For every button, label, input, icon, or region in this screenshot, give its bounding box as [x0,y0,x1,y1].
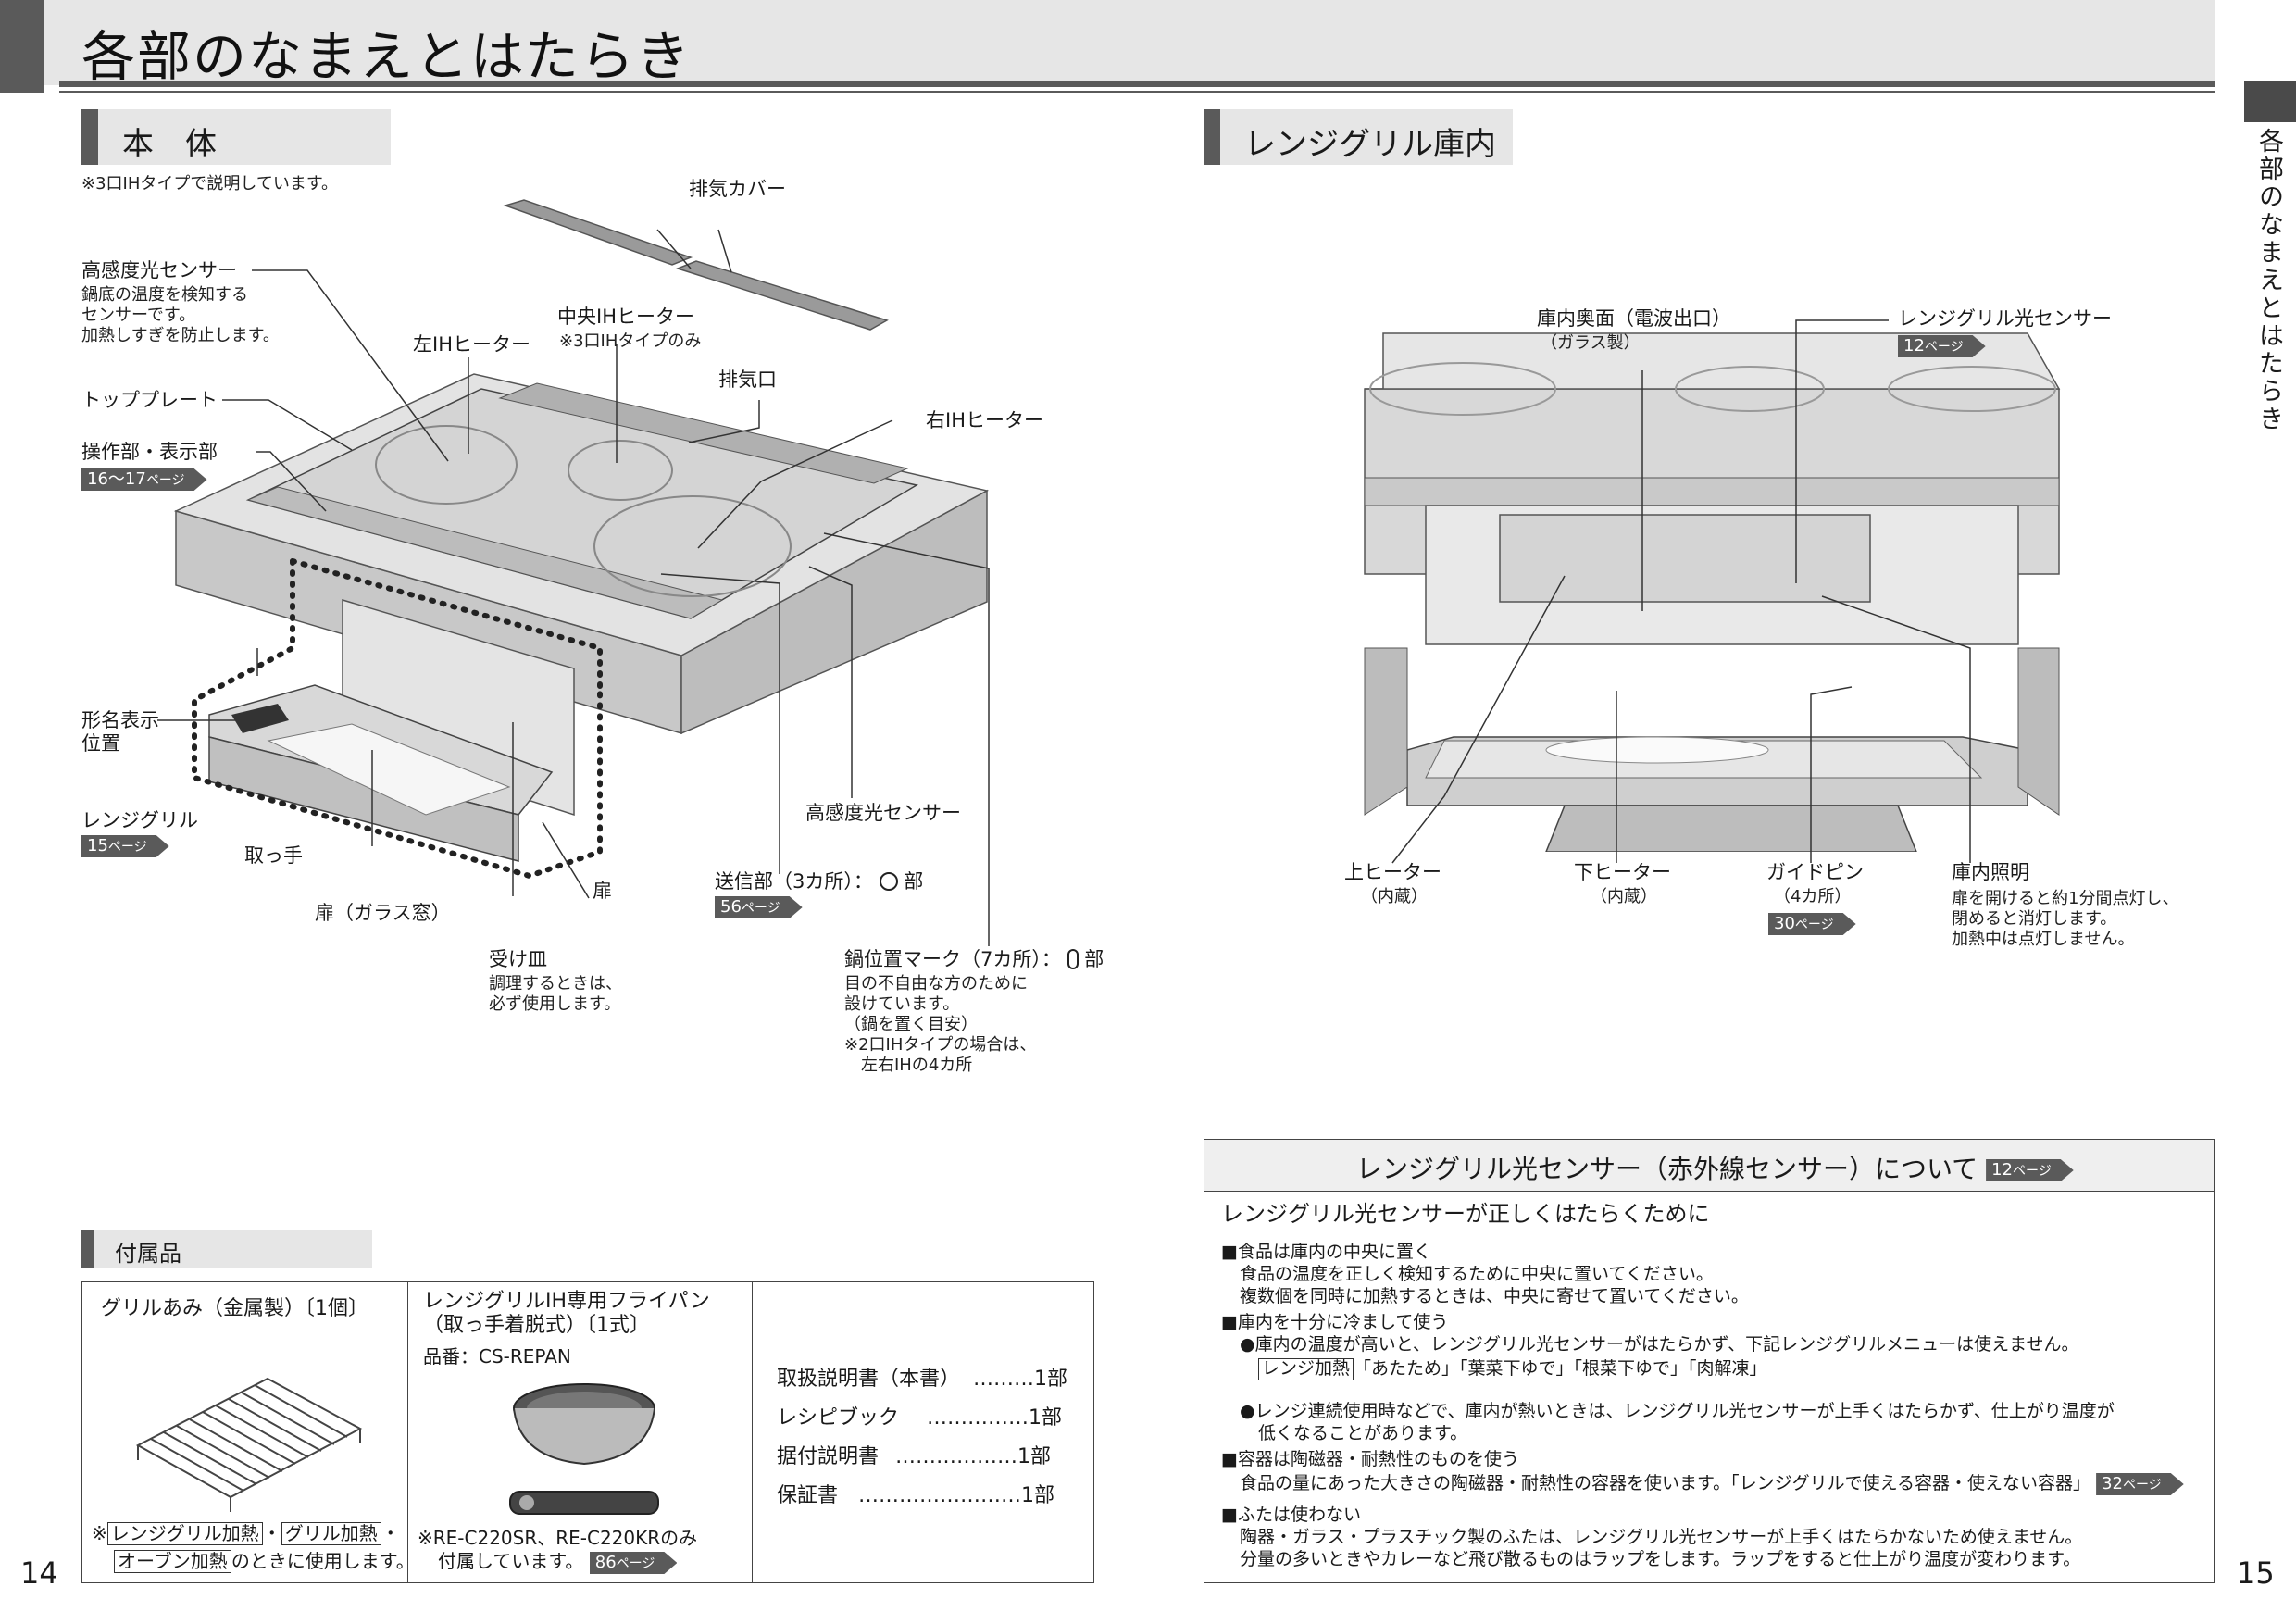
label-top-plate: トッププレート [81,389,218,411]
label-right-heater: 右IHヒーター [926,409,1043,431]
header-rule-thin [59,91,2215,93]
label-lower-heater: 下ヒーター [1574,861,1671,883]
body-note: ※3口IHタイプで説明しています。 [81,174,339,194]
sensor-info-title: レンジグリル光センサー（赤外線センサー）について 12ページ [1356,1149,2074,1186]
grill-net-note: ※レンジグリル加熱・グリル加熱・ オーブン加熱のときに使用します。 [92,1522,415,1573]
tip-menus: レンジ加熱「あたため」「葉菜下ゆで」「根菜下ゆで」「肉解凍」 [1258,1358,1767,1380]
page-number-left: 14 [20,1555,58,1591]
header-rule [59,81,2215,87]
label-tray: 受け皿 [489,948,547,970]
control-page-ref[interactable]: 16～17ページ [81,468,207,491]
grill-leader-lines [1391,319,1971,864]
pan-note: ※RE-C220SR、RE-C220KRのみ 付属しています。 86ページ [418,1527,698,1574]
accessories-table: グリルあみ（金属製）〔1個〕 ※レンジグリル加熱・グリル加熱・ オーブン加熱のと… [81,1281,1094,1583]
tray-desc: 調理するときは、 必ず使用します。 [489,974,622,1014]
label-transmitter: 送信部（3カ所）： 部 [715,870,924,893]
header-tab [0,0,44,93]
tip-text: 分量の多いときやカレーなど飛び散るものはラップをします。ラップをすると仕上がり温… [1240,1549,2081,1569]
label-handle: 取っ手 [244,844,303,867]
section-accessories-heading: 付属品 [81,1230,372,1268]
tip-text: 食品の温度を正しく検知するために中央に置いてください。 [1240,1264,1714,1284]
pan-model: 品番：CS-REPAN [423,1345,571,1368]
tip-heading-lid: ■ふたは使わない [1221,1505,1361,1525]
transmitter-page-ref[interactable]: 56ページ [715,896,803,918]
document-item: レシピブック……………1部 [777,1406,1063,1430]
tip-heading-center: ■食品は庫内の中央に置く [1221,1242,1431,1262]
grill-interior-illustration [1364,332,2061,852]
label-model-position: 形名表示 位置 [81,709,159,756]
grill-page-ref[interactable]: 15ページ [81,835,169,857]
label-lower-heater-note: （内蔵） [1591,887,1657,906]
label-control: 操作部・表示部 [81,441,218,463]
sensor-info-subtitle: レンジグリル光センサーが正しくはたらくために [1221,1201,1710,1230]
tip-text: ●庫内の温度が高いと、レンジグリル光センサーがはたらかず、下記レンジグリルメニュ… [1240,1334,2079,1355]
sensor-info-page-ref[interactable]: 12ページ [1986,1159,2074,1181]
circle-mark-icon [879,872,898,891]
header-band [0,0,2215,85]
tip-text: 低くなることがあります。 [1258,1423,1468,1443]
label-lamp: 庫内照明 [1952,861,2029,883]
section-body-title: 本 体 [122,126,217,163]
pan-page-ref[interactable]: 86ページ [590,1552,678,1574]
section-grill-title: レンジグリル庫内 [1244,126,1496,163]
label-guide-pin: ガイドピン [1766,861,1864,883]
accessory-grill-net: グリルあみ（金属製）〔1個〕 ※レンジグリル加熱・グリル加熱・ オーブン加熱のと… [82,1282,415,1582]
label-sensor-top: 高感度光センサー [81,259,237,281]
document-item: 取扱説明書（本書）………1部 [777,1368,1068,1391]
section-grill-heading: レンジグリル庫内 [1204,109,1513,165]
frying-pan-image [509,1383,659,1515]
tip-text: 食品の量にあった大きさの陶磁器・耐熱性の容器を使います。「レンジグリルで使える容… [1240,1473,2184,1495]
lamp-desc: 扉を開けると約1分間点灯し、 閉めると消灯します。 加熱中は点灯しません。 [1952,889,2179,949]
tip-heading-container: ■容器は陶磁器・耐熱性のものを使う [1221,1449,1519,1469]
document-item: 据付説明書………………1部 [777,1445,1052,1468]
label-pot-mark: 鍋位置マーク（7カ所）： 部 [844,948,1104,970]
label-back-face: 庫内奥面（電波出口） [1537,307,1731,330]
accessory-frying-pan: レンジグリルIH専用フライパン （取っ手着脱式）〔1式〕 品番：CS-REPAN… [408,1282,753,1582]
label-upper-heater-note: （内蔵） [1361,887,1428,906]
tip-heading-cool: ■庫内を十分に冷まして使う [1221,1312,1449,1332]
label-guide-pin-note: （4カ所） [1774,887,1852,906]
page-number-right: 15 [2237,1555,2275,1591]
light-sensor-page-ref[interactable]: 12ページ [1898,335,1986,357]
section-accessories-title: 付属品 [115,1241,181,1267]
label-left-heater: 左IHヒーター [413,333,530,356]
tip-text: 陶器・ガラス・プラスチック製のふたは、レンジグリル光センサーが上手くはたらかない… [1240,1527,2083,1547]
side-index-label: 各部のなまえとはたらき [2254,128,2283,433]
page-title: 各部のなまえとはたらき [81,25,692,88]
sensor-info-header: レンジグリル光センサー（赤外線センサー）について 12ページ [1204,1140,2214,1192]
container-page-ref[interactable]: 32ページ [2096,1473,2184,1495]
document-item: 保証書……………………1部 [777,1484,1055,1507]
label-exhaust-cover: 排気カバー [689,178,786,200]
label-door-glass: 扉（ガラス窓） [315,902,451,924]
body-illustration [157,199,990,946]
label-light-sensor: レンジグリル光センサー [1898,307,2112,330]
tip-text: 複数個を同時に加熱するときは、中央に寄せて置いてください。 [1240,1286,1749,1306]
label-back-face-note: （ガラス製） [1541,333,1641,353]
tip-text: ●レンジ連続使用時などで、庫内が熱いときは、レンジグリル光センサーが上手くはたら… [1240,1401,2115,1421]
sensor-top-desc: 鍋底の温度を検知する センサーです。 加熱しすぎを防止します。 [81,285,280,345]
pot-mark-icon [1067,949,1079,969]
label-center-heater: 中央IHヒーター [557,306,694,328]
pan-name: レンジグリルIH専用フライパン （取っ手着脱式）〔1式〕 [423,1290,710,1338]
label-door: 扉 [593,880,612,902]
grill-net-image [135,1377,363,1512]
sensor-info-box: レンジグリル光センサー（赤外線センサー）について 12ページ レンジグリル光セン… [1204,1139,2215,1583]
document-list: 取扱説明書（本書）………1部 レシピブック……………1部 据付説明書………………… [777,1360,1067,1516]
label-exhaust-port: 排気口 [718,369,777,391]
grill-net-name: グリルあみ（金属製）〔1個〕 [101,1297,368,1320]
accessory-documents: 取扱説明書（本書）………1部 レシピブック……………1部 据付説明書………………… [753,1282,1093,1582]
label-sensor-mid: 高感度光センサー [805,802,961,824]
label-center-heater-note: ※3口IHタイプのみ [559,331,702,351]
pot-mark-desc: 目の不自由な方のために 設けています。 （鍋を置く目安） ※2口IHタイプの場合… [844,974,1037,1075]
label-grill: レンジグリル [81,809,198,831]
label-upper-heater: 上ヒーター [1344,861,1441,883]
section-body-heading: 本 体 [81,109,391,165]
side-index-marker [2244,81,2296,122]
guide-pin-page-ref[interactable]: 30ページ [1768,913,1856,935]
